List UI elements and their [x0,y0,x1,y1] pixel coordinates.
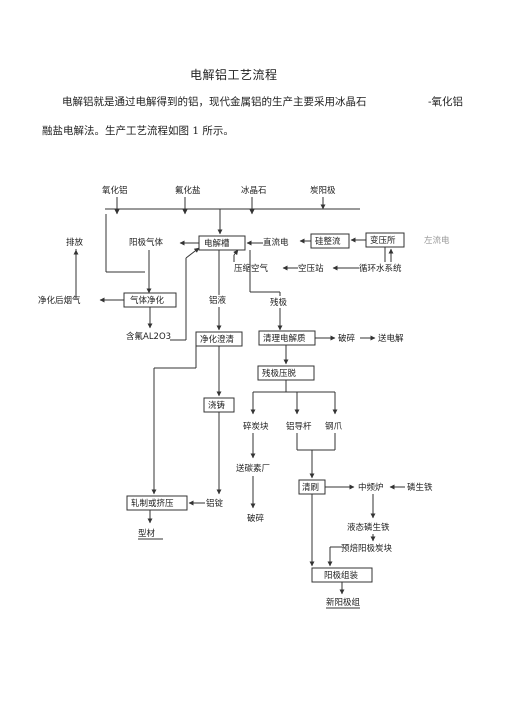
label-electrolytic-cell: 电解槽 [204,238,230,249]
label-rectifier: 硅整流 [315,236,341,247]
label-emission: 排放 [66,237,84,248]
label-broken-carbon: 碎炭块 [243,421,269,432]
label-ac-power: 左流电 [424,235,450,246]
label-casting: 浇铸 [208,400,226,411]
label-liquid-phosphor-iron: 液态磷生铁 [347,522,390,533]
label-cryolite: 冰晶石 [241,185,267,196]
label-fluorine-alumina: 含氟AL2O3 [126,331,171,342]
label-circulating-water: 循环水系统 [359,263,402,274]
label-fluoride: 氟化盐 [175,185,201,196]
label-mid-frequency-furnace: 中频炉 [358,482,384,493]
label-anode-assembly: 阳极组装 [324,570,359,581]
label-anode-pressing: 残极压脱 [262,368,297,379]
label-brushing: 清刷 [302,482,319,493]
label-to-electrolysis: 送电解 [378,333,404,344]
paragraph-1-part1: 电解铝就是通过电解得到的铝，现代金属铝的生产主要采用冰晶石 [62,96,367,108]
label-residual-anode: 残极 [270,297,288,308]
label-anode-block-top: 炭阳极 [310,185,336,196]
label-compressed-air: 压缩空气 [234,263,269,274]
label-guide-rod: 铝导杆 [286,421,312,432]
label-purification-clarification: 净化澄清 [200,334,235,345]
label-raw-alumina: 氧化铝 [102,185,128,196]
paragraph-2: 融盐电解法。生产工艺流程如图 1 所示。 [42,125,234,137]
paragraph-1-part2: -氧化铝 [428,96,464,108]
document-title: 电解铝工艺流程 [190,68,278,82]
label-crush-bottom: 破碎 [247,513,265,524]
label-prebaked-anode: 预焙阳极炭块 [341,543,393,554]
label-aluminium-liquid: 铝液 [209,295,227,306]
label-purified-flue-gas: 净化后烟气 [38,295,81,306]
line [185,247,200,259]
label-air-station: 空压站 [298,263,324,274]
label-rolling: 轧制或挤压 [131,498,174,509]
label-profile: 型材 [138,528,156,539]
label-ingot: 铝锭 [206,498,224,509]
label-substation: 变压所 [370,235,396,246]
label-clean-electrolyte: 清理电解质 [263,333,306,344]
line [233,249,239,256]
label-gas-purification: 气体净化 [130,295,165,306]
label-new-anode: 新阳极组 [326,597,361,608]
label-to-carbon-plant: 送碳素厂 [236,463,270,474]
label-phosphor-iron: 磷生铁 [407,482,433,493]
label-dc-power: 直流电 [263,237,289,248]
label-anode-gas: 阳极气体 [129,237,164,248]
box-rolling [126,495,188,511]
label-steel-claw: 钢爪 [325,421,343,432]
label-crushing: 破碎 [338,333,356,344]
